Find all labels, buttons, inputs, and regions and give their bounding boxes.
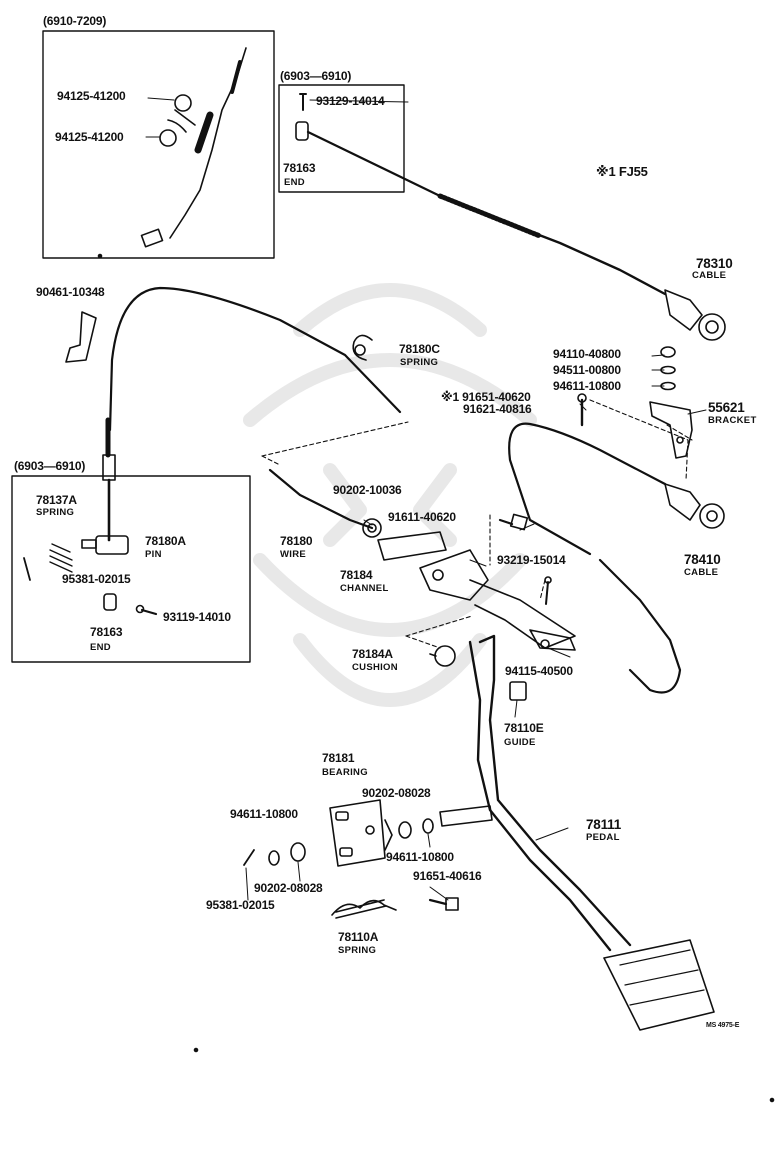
part-name-end-left: END xyxy=(90,642,111,653)
part-label-94110-40800: 94110-40800 xyxy=(553,347,621,361)
guide-78110e-drawing xyxy=(509,681,527,701)
part-label-78180a: 78180A xyxy=(145,534,186,548)
part-label-78184: 78184 xyxy=(340,568,373,582)
part-label-78181: 78181 xyxy=(322,751,355,765)
part-label-78110e: 78110E xyxy=(504,721,544,735)
box-top-left xyxy=(42,30,275,259)
box-header-top-middle: (6903—6910) xyxy=(280,69,352,83)
part-name-cable-78410: CABLE xyxy=(684,567,719,578)
part-label-78410: 78410 xyxy=(684,552,721,567)
part-name-spring-78110a: SPRING xyxy=(338,945,377,956)
box-header-left: (6903—6910) xyxy=(14,459,86,473)
part-name-wire-78180: WIRE xyxy=(280,549,307,560)
part-label-93119-14010: 93119-14010 xyxy=(163,610,231,624)
part-label-91611-40620: 91611-40620 xyxy=(388,510,456,524)
part-name-cable-78310: CABLE xyxy=(692,270,727,281)
cable-end-top-assembly xyxy=(295,93,442,198)
pedal-78111-drawing xyxy=(439,634,715,1031)
part-name-bearing-78181: BEARING xyxy=(322,767,368,778)
part-name-pin-78180a: PIN xyxy=(145,549,162,560)
part-label-94115-40500: 94115-40500 xyxy=(505,664,573,678)
part-name-spring-78137a: SPRING xyxy=(36,507,75,518)
diagram-code: MS 4975-E xyxy=(706,1022,740,1029)
main-cable-loop xyxy=(102,286,402,542)
left-box-parts xyxy=(23,535,158,616)
lower-washers-drawing xyxy=(243,818,459,911)
cable-78310-drawing xyxy=(437,193,726,341)
scan-speck xyxy=(97,253,103,259)
part-label-55621: 55621 xyxy=(708,400,745,415)
part-label-78111: 78111 xyxy=(586,817,622,832)
part-label-78137a: 78137A xyxy=(36,493,77,507)
part-label-94125-41200-a: 94125-41200 xyxy=(57,89,126,103)
cable-78410-drawing xyxy=(508,422,725,694)
part-label-94611-10800-a: 94611-10800 xyxy=(553,379,621,393)
bolts-drawing xyxy=(498,513,552,605)
part-label-78163-top: 78163 xyxy=(283,161,316,175)
part-label-93219-15014: 93219-15014 xyxy=(497,553,566,567)
box-left xyxy=(11,475,251,663)
part-name-guide-78110e: GUIDE xyxy=(504,737,536,748)
part-name-pedal-78111: PEDAL xyxy=(586,832,620,843)
watermark-emblem xyxy=(243,283,537,707)
box-top-middle xyxy=(278,84,405,193)
part-label-78163-left: 78163 xyxy=(90,625,123,639)
dashed-leader-lines xyxy=(261,399,693,649)
part-label-91651-40616: 91651-40616 xyxy=(413,869,482,883)
part-label-94125-41200-b: 94125-41200 xyxy=(55,130,124,144)
spring-78180c-drawing xyxy=(352,334,373,361)
part-label-94611-10800-b: 94611-10800 xyxy=(230,807,298,821)
part-label-95381-02015-b: 95381-02015 xyxy=(206,898,275,912)
channel-78184-drawing xyxy=(377,531,576,651)
part-label-90202-10036: 90202-10036 xyxy=(333,483,402,497)
applicability-note: ※1 FJ55 xyxy=(596,164,648,179)
box-header-top-left: (6910-7209) xyxy=(43,14,107,28)
scan-speck xyxy=(769,1097,775,1103)
bearing-78181-drawing xyxy=(329,799,393,867)
part-label-95381-02015-a: 95381-02015 xyxy=(62,572,131,586)
part-label-78110a: 78110A xyxy=(338,930,379,944)
part-label-94611-10800-c: 94611-10800 xyxy=(386,850,454,864)
part-name-end-top: END xyxy=(284,177,305,188)
part-label-94511-00800: 94511-00800 xyxy=(553,363,621,377)
spring-78110a-drawing xyxy=(331,899,397,919)
part-label-78184a: 78184A xyxy=(352,647,393,661)
part-name-channel-78184: CHANNEL xyxy=(340,583,389,594)
scan-speck xyxy=(193,1047,199,1053)
part-name-bracket-55621: BRACKET xyxy=(708,415,757,426)
part-label-93129-14014: 93129-14014 xyxy=(316,94,385,108)
part-label-90202-08028-a: 90202-08028 xyxy=(362,786,431,800)
part-label-90202-08028-b: 90202-08028 xyxy=(254,881,323,895)
bracket-90461-drawing xyxy=(65,311,97,363)
part-label-78310: 78310 xyxy=(696,256,733,271)
part-label-91621-40816: 91621-40816 xyxy=(463,402,532,416)
label-leader-lines xyxy=(245,99,707,901)
part-label-78180c: 78180C xyxy=(399,342,440,356)
part-name-spring-78180c: SPRING xyxy=(400,357,439,368)
part-label-91651-40620: ※1 91651-40620 xyxy=(441,390,531,404)
throttle-cable-end-assembly xyxy=(140,47,247,248)
wire-78180-drawing xyxy=(268,468,382,538)
part-label-78180: 78180 xyxy=(280,534,313,548)
part-label-90461-10348: 90461-10348 xyxy=(36,285,105,299)
cushion-78184a-drawing xyxy=(429,645,456,667)
part-name-cushion-78184a: CUSHION xyxy=(352,662,398,673)
